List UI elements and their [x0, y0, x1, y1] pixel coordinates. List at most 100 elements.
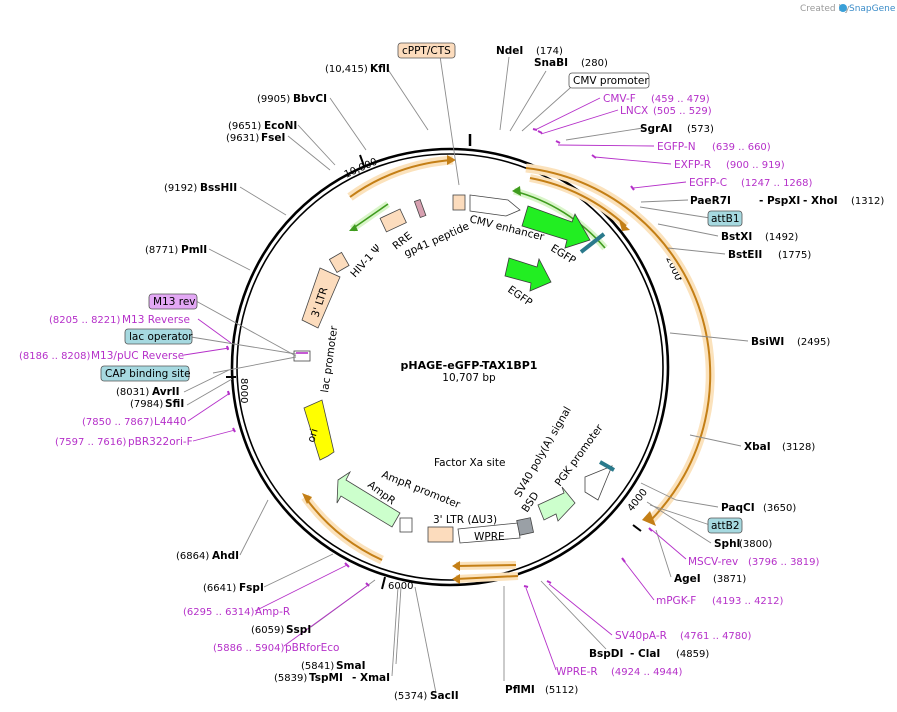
- primer-cmv-f: CMV-F(459 .. 479): [603, 93, 710, 105]
- svg-text:M13 rev: M13 rev: [153, 296, 196, 308]
- egfp-outer-glyph: [504, 257, 552, 292]
- svg-text:FspI: FspI: [239, 582, 264, 594]
- backbone-outer-ring: [230, 147, 670, 587]
- rre-block: [379, 208, 407, 233]
- primer-pbrforeco: (5886 .. 5904)pBRforEco: [213, 642, 339, 654]
- site-leaders: [183, 55, 749, 694]
- svg-text:BbvCI: BbvCI: [293, 93, 327, 105]
- site-ahdi: (6864)AhdI: [176, 550, 239, 562]
- svg-text:(8031): (8031): [116, 387, 149, 398]
- svg-text:- XmaI: - XmaI: [352, 672, 390, 684]
- primer-l4440: (7850 .. 7867)L4440: [82, 416, 187, 428]
- svg-text:(7597 .. 7616): (7597 .. 7616): [55, 437, 127, 448]
- cmv-enhancer-glyph: [469, 194, 521, 217]
- svg-text:(639 .. 660): (639 .. 660): [712, 142, 771, 153]
- svg-text:(6295 .. 6314): (6295 .. 6314): [183, 607, 255, 618]
- tick-6000: [381, 576, 386, 590]
- svg-text:(174): (174): [536, 46, 563, 57]
- svg-text:Amp-R: Amp-R: [255, 606, 290, 618]
- orange-arc-bottom-2: [452, 572, 519, 584]
- cap-site-label-box: CAP binding site: [100, 365, 191, 382]
- svg-text:SmaI: SmaI: [336, 660, 366, 672]
- svg-text:SnaBI: SnaBI: [534, 57, 568, 69]
- svg-text:(3796 .. 3819): (3796 .. 3819): [748, 557, 820, 568]
- svg-text:cPPT/CTS: cPPT/CTS: [402, 45, 451, 57]
- svg-text:BssHII: BssHII: [200, 182, 237, 194]
- orange-arc-topleft: [347, 155, 456, 201]
- cppt-label-box: cPPT/CTS: [397, 42, 456, 59]
- pgk-glyph: [584, 465, 613, 501]
- primer-sv40pa-r: SV40pA-R(4761 .. 4780): [615, 630, 752, 642]
- svg-text:(573): (573): [687, 124, 714, 135]
- svg-text:(6059): (6059): [251, 625, 284, 636]
- orange-arc-cmv: [529, 174, 630, 231]
- primer-markers: [226, 128, 653, 588]
- site-ndei: NdeI(174): [496, 45, 563, 57]
- ampr-promoter-glyph: [399, 517, 413, 533]
- site-bbvci: (9905)BbvCI: [257, 93, 327, 105]
- attb1-label-box: attB1: [707, 210, 743, 227]
- svg-text:(4924 .. 4944): (4924 .. 4944): [611, 667, 683, 678]
- svg-text:WPRE-R: WPRE-R: [556, 666, 598, 678]
- svg-text:(6641): (6641): [203, 583, 236, 594]
- site-xbai: XbaI(3128): [744, 441, 815, 453]
- svg-text:- ClaI: - ClaI: [630, 648, 660, 660]
- site-bsteii: BstEII(1775): [728, 249, 811, 261]
- svg-text:BspDI: BspDI: [589, 648, 623, 660]
- primer-m13-reverse: (8205 .. 8221)M13 Reverse: [49, 314, 190, 326]
- site-snabi: SnaBI(280): [534, 57, 608, 69]
- svg-text:(505 .. 529): (505 .. 529): [653, 106, 712, 117]
- label-wpre: WPRE: [474, 531, 505, 543]
- primer-leaders: [183, 97, 687, 671]
- tick-4000: [632, 524, 642, 532]
- svg-text:(7984): (7984): [130, 399, 163, 410]
- svg-text:(5112): (5112): [545, 685, 578, 696]
- svg-text:(459 .. 479): (459 .. 479): [651, 94, 710, 105]
- svg-text:pBRforEco: pBRforEco: [285, 642, 339, 654]
- label-lac-promoter: lac promoter: [319, 325, 340, 394]
- svg-text:PflMI: PflMI: [505, 684, 535, 696]
- green-arc-left: [349, 201, 390, 232]
- svg-text:(3650): (3650): [763, 503, 796, 514]
- plasmid-size: 10,707 bp: [442, 372, 496, 384]
- site-bsiwi: BsiWI(2495): [751, 336, 830, 348]
- svg-text:attB2: attB2: [711, 520, 740, 532]
- svg-text:(5839): (5839): [274, 673, 307, 684]
- primer-mscv-rev: MSCV-rev(3796 .. 3819): [688, 556, 820, 568]
- svg-text:SphI: SphI: [714, 538, 740, 550]
- snapgene-brand: SnapGene: [849, 4, 896, 14]
- svg-text:(1312): (1312): [851, 196, 884, 207]
- svg-text:(4193 .. 4212): (4193 .. 4212): [712, 596, 784, 607]
- svg-text:- XhoI: - XhoI: [803, 195, 838, 207]
- hiv-psi-block: [328, 251, 350, 273]
- svg-text:(9651): (9651): [228, 121, 261, 132]
- site-sspi: (6059)SspI: [251, 624, 311, 636]
- cppt-block: [452, 194, 466, 211]
- label-hiv-psi: HIV-1 Ψ: [348, 243, 383, 280]
- attb1-mark: [579, 232, 606, 254]
- svg-text:(1247 .. 1268): (1247 .. 1268): [741, 178, 813, 189]
- label-factor-xa: Factor Xa site: [434, 457, 505, 469]
- svg-text:EcoNI: EcoNI: [264, 120, 297, 132]
- svg-text:(5886 .. 5904): (5886 .. 5904): [213, 643, 285, 654]
- attb2-mark: [599, 460, 615, 472]
- site-sfii: (7984)SfiI: [130, 398, 184, 410]
- svg-text:PaeR7I: PaeR7I: [690, 195, 731, 207]
- tick-label-6000: 6000: [388, 581, 413, 592]
- svg-text:(2495): (2495): [797, 337, 830, 348]
- svg-text:SacII: SacII: [430, 690, 459, 702]
- tick-10000: [359, 154, 365, 167]
- label-egfp-outer: EGFP: [505, 284, 534, 309]
- svg-text:(1492): (1492): [765, 232, 798, 243]
- svg-text:lac operator: lac operator: [129, 331, 193, 343]
- svg-text:(9631): (9631): [226, 133, 259, 144]
- primer-lncx: LNCX(505 .. 529): [620, 105, 712, 117]
- svg-text:(9905): (9905): [257, 94, 290, 105]
- svg-text:(9192): (9192): [164, 183, 197, 194]
- svg-text:- PspXI: - PspXI: [759, 195, 800, 207]
- orange-arc-bottomleft: [301, 493, 384, 565]
- label-egfp-inner: EGFP: [548, 242, 577, 267]
- bsd-glyph: [537, 486, 576, 522]
- primer-m13puc-reverse: (8186 .. 8208)M13/pUC Reverse: [19, 350, 184, 362]
